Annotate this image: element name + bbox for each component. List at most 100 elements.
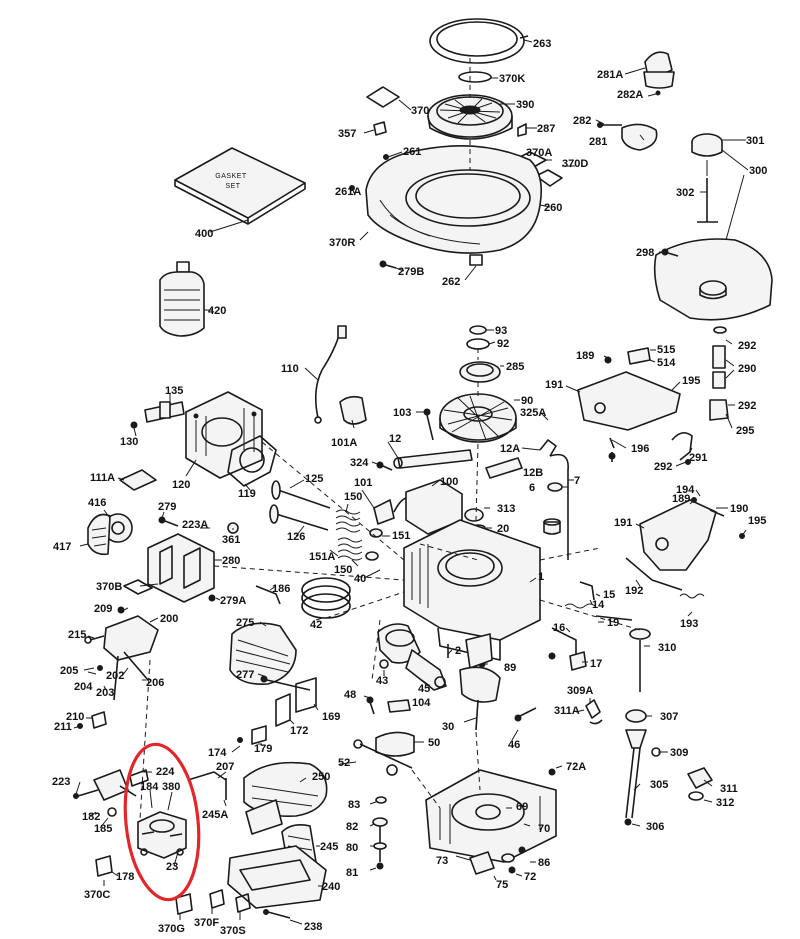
assembly-guide-lines	[139, 58, 641, 821]
callout-275: 275	[236, 617, 254, 629]
callout-245a: 245A	[202, 809, 228, 821]
spacer-280-drawing	[147, 533, 215, 603]
part-101a-drawing	[339, 395, 367, 425]
sump-70-drawing	[425, 768, 557, 875]
callout-210: 210	[66, 711, 84, 723]
callout-111a: 111A	[90, 472, 115, 484]
ignition-101-100-drawing	[373, 479, 463, 535]
callout-280: 280	[222, 555, 240, 567]
callout-291: 291	[689, 452, 707, 464]
callout-290: 290	[738, 363, 756, 375]
gasket-set-text-line1: GASKET	[215, 173, 247, 180]
callout-50: 50	[428, 737, 440, 749]
callout-302: 302	[676, 187, 694, 199]
control-bracket-191-lower-drawing	[639, 497, 745, 571]
callout-203: 203	[96, 687, 114, 699]
callout-204-visible: 204	[74, 681, 93, 693]
callout-277: 277	[236, 669, 254, 681]
callout-93: 93	[495, 325, 507, 337]
parts-169-172-174-179-drawing	[237, 677, 317, 745]
part-357-drawing	[373, 121, 387, 136]
gasket-set-text-line2: SET	[225, 183, 240, 190]
callout-279: 279	[158, 501, 176, 513]
part-281a-282a-drawing	[643, 51, 675, 96]
callout-178: 178	[116, 871, 134, 883]
callout-215: 215	[68, 629, 86, 641]
callout-195-upper: 195	[682, 375, 700, 387]
callout-279a: 279A	[220, 595, 246, 607]
parts-309a-311a-drawing	[585, 699, 603, 725]
callout-309: 309	[670, 747, 688, 759]
callout-305: 305	[650, 779, 668, 791]
callout-205: 205	[60, 665, 78, 677]
parts-311-312-drawing	[687, 767, 713, 801]
callout-125: 125	[305, 473, 323, 485]
links-207-245a-drawing	[187, 771, 227, 800]
recoil-starter-390-drawing	[427, 94, 513, 140]
callout-83: 83	[348, 799, 360, 811]
callout-120: 120	[172, 479, 190, 491]
callout-400: 400	[195, 228, 213, 240]
callout-130: 130	[120, 436, 138, 448]
linkage-14-15-192-193-drawing	[564, 557, 705, 609]
highlight-circle-carburetor	[123, 742, 201, 902]
callout-182: 182	[82, 811, 100, 823]
bolt-277-drawing	[260, 675, 311, 691]
bolt-46-drawing	[514, 707, 537, 722]
callout-150-a: 150	[344, 491, 362, 503]
callout-310: 310	[658, 642, 676, 654]
callout-200: 200	[160, 613, 178, 625]
nut-washer-93-92-drawing	[466, 325, 490, 350]
leader-lines	[73, 39, 749, 925]
oil-bottle-420-drawing	[159, 261, 205, 337]
callout-101a: 101A	[331, 437, 357, 449]
camshaft-50-52-drawing	[353, 731, 415, 776]
rings-42-186-drawing	[255, 577, 351, 619]
callout-14: 14	[592, 599, 605, 611]
callout-45: 45	[418, 683, 430, 695]
callout-191-upper: 191	[545, 379, 563, 391]
callout-52: 52	[338, 757, 350, 769]
callout-2: 2	[455, 645, 461, 657]
callout-150-b: 150	[334, 564, 352, 576]
callout-292-c: 292	[654, 461, 672, 473]
head-gasket-119-drawing	[227, 435, 277, 487]
part-287-drawing	[517, 123, 527, 137]
governor-stack-80-83-drawing	[372, 796, 388, 870]
callout-250: 250	[312, 771, 330, 783]
callout-311: 311	[720, 783, 738, 795]
callout-240: 240	[322, 881, 340, 893]
callout-72: 72	[524, 871, 536, 883]
callout-172: 172	[290, 725, 308, 737]
spark-plug-135-130-drawing	[130, 401, 185, 429]
callout-292-b: 292	[738, 400, 756, 412]
callout-186: 186	[272, 583, 290, 595]
callout-370a: 370A	[526, 147, 552, 159]
callout-370: 370	[411, 105, 429, 117]
callout-12: 12	[389, 433, 401, 445]
callout-104: 104	[412, 697, 431, 709]
callout-209: 209	[94, 603, 112, 615]
screws-261-drawing	[349, 154, 389, 191]
callout-labels: 263 370K 281A 282A 370 390 357 287 282 2…	[52, 38, 767, 937]
screw-324-drawing	[376, 461, 393, 471]
callout-370f: 370F	[194, 917, 219, 929]
callout-16: 16	[553, 622, 565, 634]
callout-380: 380	[162, 781, 180, 793]
callout-206: 206	[146, 677, 164, 689]
dipstick-305-307-309-drawing	[624, 709, 661, 826]
parts-223-182-185-224-drawing	[73, 769, 149, 817]
callout-370g: 370G	[158, 923, 185, 935]
callout-282a: 282A	[617, 89, 643, 101]
cylinder-head-120-drawing	[185, 391, 263, 479]
callout-7: 7	[574, 475, 580, 487]
callout-416: 416	[88, 497, 106, 509]
callout-312: 312	[716, 797, 734, 809]
belt-263-drawing	[429, 18, 529, 64]
callout-193: 193	[680, 618, 698, 630]
callout-1: 1	[538, 571, 544, 583]
callout-281a: 281A	[597, 69, 623, 81]
air-cleaner-250-245-240-drawing	[227, 761, 328, 909]
callout-370c: 370C	[84, 889, 110, 901]
callout-311a: 311A	[554, 705, 580, 717]
